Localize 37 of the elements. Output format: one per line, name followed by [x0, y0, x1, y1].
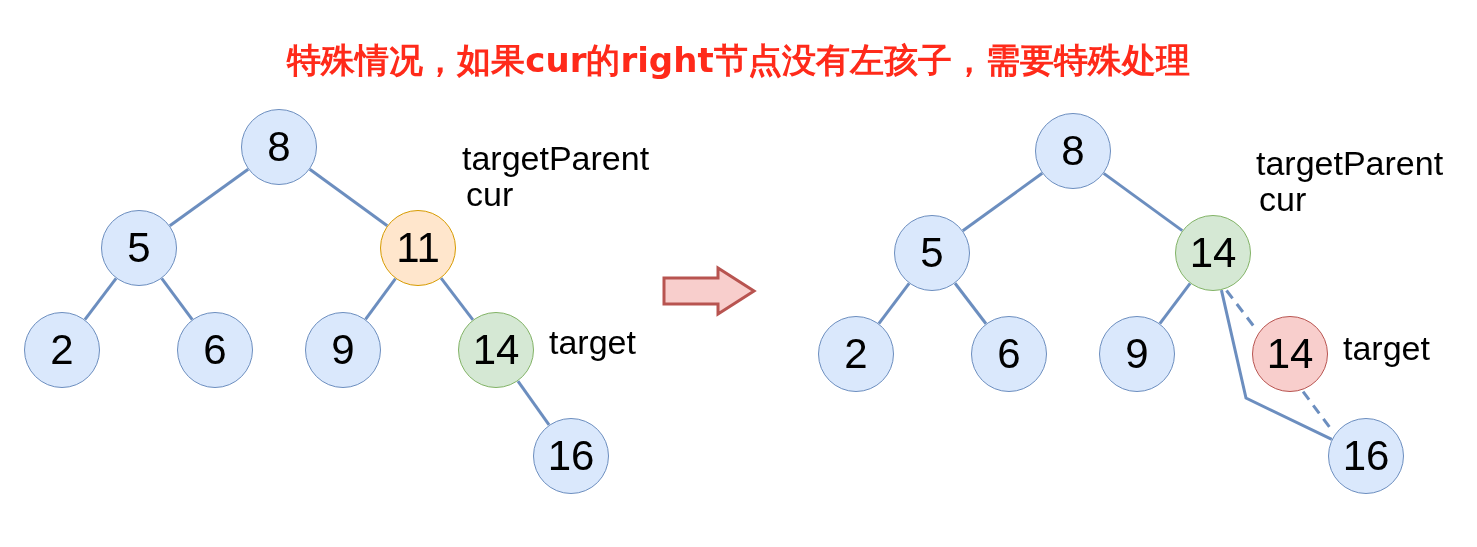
tree-edge [877, 282, 911, 325]
tree-node-circle: 6 [177, 312, 253, 388]
pointer-label: target [1343, 330, 1430, 366]
tree-edge [439, 277, 475, 321]
pointer-label: targetParent [1256, 145, 1444, 181]
tree-edge [1158, 282, 1192, 325]
tree-node-circle: 8 [241, 109, 317, 185]
tree-node-circle: 5 [101, 210, 177, 286]
tree-node-circle: 6 [971, 316, 1047, 392]
tree-node-circle: 9 [1099, 316, 1175, 392]
pointer-label: target [549, 324, 636, 360]
tree-edge [83, 277, 118, 321]
title: 特殊情况，如果cur的right节点没有左孩子，需要特殊处理 [285, 39, 1191, 82]
pointer-label: cur [466, 176, 514, 212]
tree-edge [1102, 172, 1184, 232]
pointer-label: targetParent [462, 140, 650, 176]
tree-node-circle: 2 [818, 316, 894, 392]
tree-edge [364, 277, 397, 321]
tree-edge [1219, 289, 1333, 441]
tree-edge [308, 168, 389, 227]
tree-node-circle: 14 [458, 312, 534, 388]
pointer-label: cur [1259, 181, 1307, 217]
tree-edge [516, 380, 551, 426]
tree-edge [168, 168, 250, 227]
tree-edge [160, 277, 194, 321]
tree-node-circle: 11 [380, 210, 456, 286]
tree-node-circle: 16 [533, 418, 609, 494]
tree-edge [961, 172, 1044, 232]
tree-node-circle: 14 [1175, 215, 1251, 291]
tree-edge [953, 282, 988, 325]
tree-node-circle: 9 [305, 312, 381, 388]
tree-node-circle: 16 [1328, 418, 1404, 494]
tree-node-circle: 5 [894, 215, 970, 291]
dashed-line [1301, 390, 1335, 434]
tree-node-circle: 2 [24, 312, 100, 388]
tree-node-circle: 14 [1252, 316, 1328, 392]
tree-node-circle: 8 [1035, 113, 1111, 189]
